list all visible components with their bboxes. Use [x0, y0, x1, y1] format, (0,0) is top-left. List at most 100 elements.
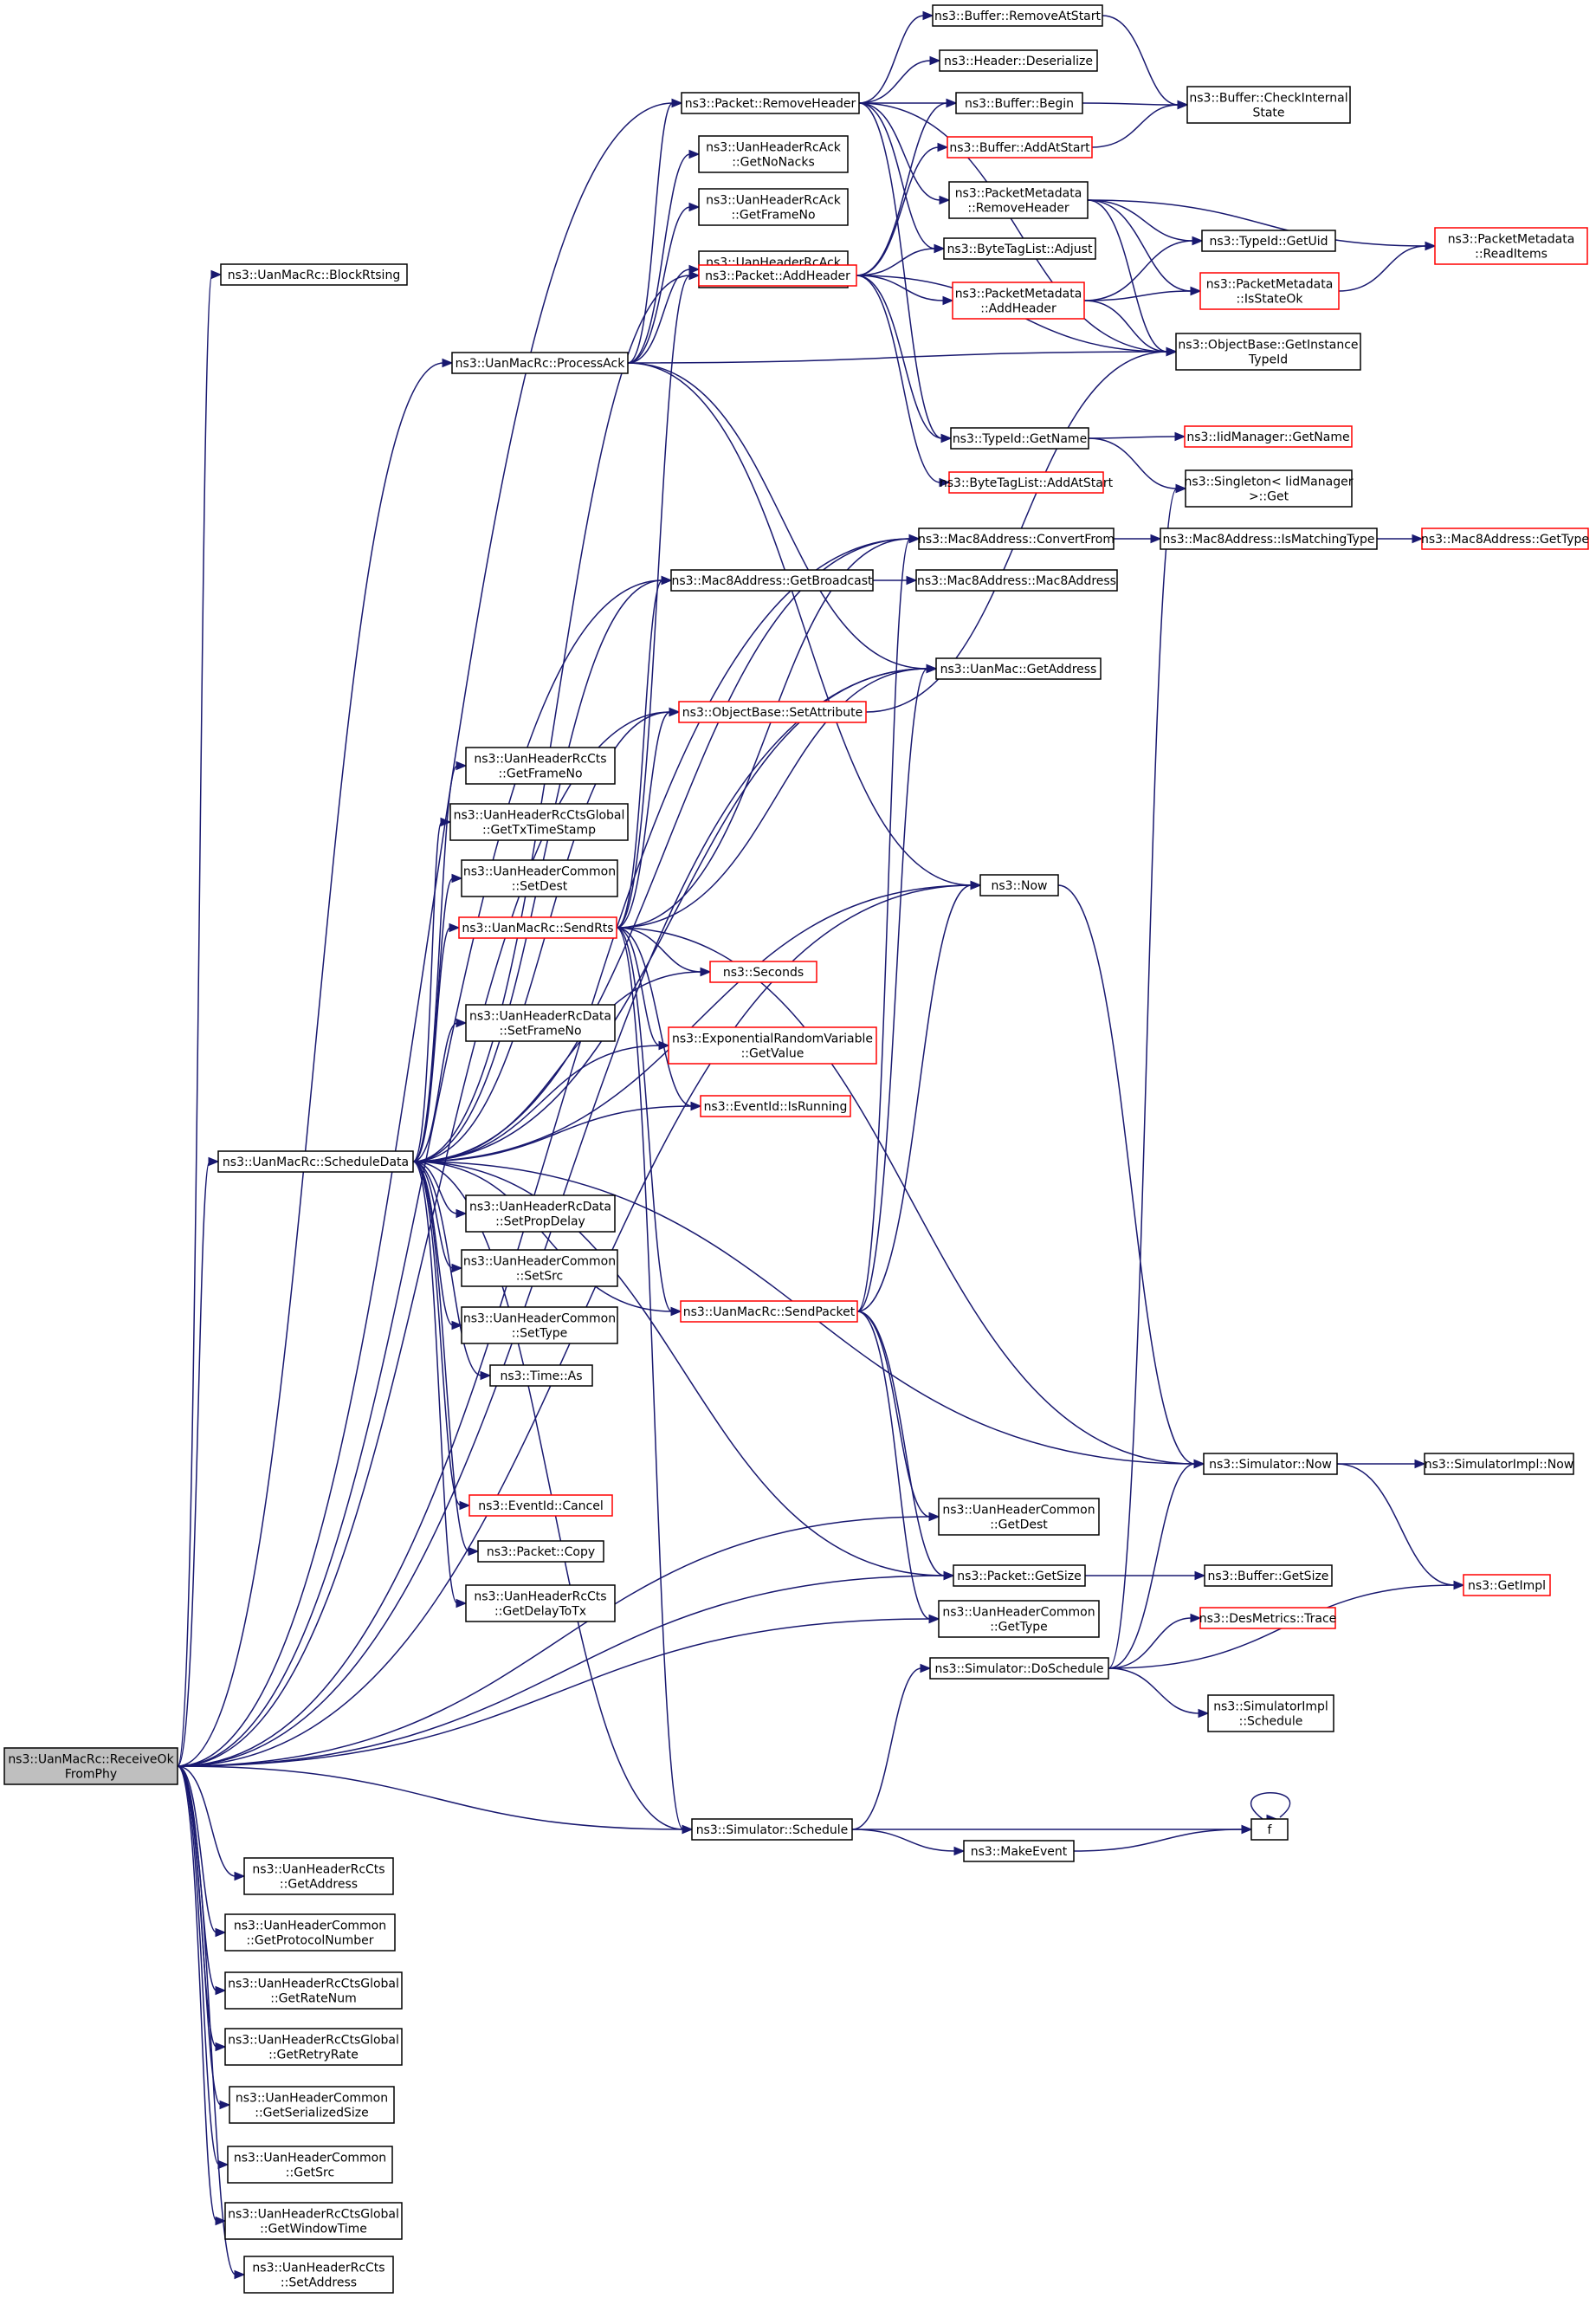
edge-processack-to-getnackedframes	[627, 264, 701, 364]
edge-root-to-commongettype	[177, 1614, 940, 1767]
node-iidgetname[interactable]: ns3::IidManager::GetName	[1184, 425, 1353, 448]
node-sendpacket[interactable]: ns3::UanMacRc::SendPacket	[680, 1300, 858, 1323]
node-ctsframeno[interactable]: ns3::UanHeaderRcCts::GetFrameNo	[465, 747, 616, 785]
node-makeevent[interactable]: ns3::MakeEvent	[963, 1840, 1075, 1862]
node-getratenum[interactable]: ns3::UanHeaderRcCtsGlobal::GetRateNum	[224, 1971, 403, 2010]
node-schedule[interactable]: ns3::Simulator::Schedule	[691, 1818, 853, 1841]
node-removeheader[interactable]: ns3::Packet::RemoveHeader	[681, 92, 860, 114]
node-setpropdelay[interactable]: ns3::UanHeaderRcData::SetPropDelay	[465, 1194, 616, 1233]
node-getdelaytotx[interactable]: ns3::UanHeaderRcCts::GetDelayToTx	[465, 1584, 616, 1622]
node-pmaddheader[interactable]: ns3::PacketMetadata::AddHeader	[952, 282, 1085, 320]
node-label: ns3::Packet::RemoveHeader	[685, 97, 856, 111]
node-getwindowtime[interactable]: ns3::UanHeaderRcCtsGlobal::GetWindowTime	[224, 2202, 403, 2240]
node-f[interactable]: f	[1250, 1818, 1289, 1841]
edge-isstateok-to-readitems	[1338, 241, 1437, 292]
edge-addheader-to-bufbegin	[856, 98, 958, 276]
node-label: State	[1252, 107, 1284, 120]
node-isrunning[interactable]: ns3::EventId::IsRunning	[700, 1095, 851, 1117]
node-ctsgetaddress[interactable]: ns3::UanHeaderRcCts::GetAddress	[243, 1857, 394, 1895]
node-label: ns3::Now	[992, 879, 1048, 893]
node-ismatchingtype[interactable]: ns3::Mac8Address::IsMatchingType	[1160, 528, 1378, 550]
edge-schedule-to-makeevent	[851, 1829, 966, 1856]
edge-root-to-processack	[177, 358, 454, 1767]
node-label: ns3::SimulatorImpl	[1213, 1700, 1328, 1714]
node-setsrc[interactable]: ns3::UanHeaderCommon::SetSrc	[461, 1249, 618, 1287]
node-getsrc[interactable]: ns3::UanHeaderCommon::GetSrc	[227, 2146, 393, 2184]
node-scheduledata[interactable]: ns3::UanMacRc::ScheduleData	[217, 1150, 414, 1173]
node-label: ns3::Simulator::Now	[1209, 1458, 1332, 1472]
node-mac8gettype[interactable]: ns3::Mac8Address::GetType	[1421, 528, 1589, 550]
node-commongetdest[interactable]: ns3::UanHeaderCommon::GetDest	[938, 1498, 1100, 1536]
node-label: ns3::UanHeaderRcCts	[252, 2262, 384, 2275]
node-sendrts[interactable]: ns3::UanMacRc::SendRts	[458, 916, 617, 939]
edge-addheader-to-btladdatstart	[856, 275, 951, 488]
edge-sendrts-to-sendpacket	[616, 927, 682, 1317]
node-timeas[interactable]: ns3::Time::As	[489, 1364, 593, 1387]
node-cancel[interactable]: ns3::EventId::Cancel	[468, 1494, 613, 1517]
node-doschedule[interactable]: ns3::Simulator::DoSchedule	[929, 1657, 1109, 1680]
node-convertfrom[interactable]: ns3::Mac8Address::ConvertFrom	[918, 528, 1115, 550]
node-commongettype[interactable]: ns3::UanHeaderCommon::GetType	[938, 1600, 1100, 1638]
edge-addheader-to-pmaddheader	[856, 275, 954, 306]
node-getserializedsize[interactable]: ns3::UanHeaderCommon::GetSerializedSize	[229, 2086, 395, 2124]
node-seconds[interactable]: ns3::Seconds	[709, 961, 817, 983]
node-deserialize[interactable]: ns3::Header::Deserialize	[939, 49, 1098, 72]
node-label: ns3::Buffer::AddAtStart	[949, 141, 1090, 155]
node-getprotocolnumber[interactable]: ns3::UanHeaderCommon::GetProtocolNumber	[224, 1913, 396, 1952]
node-getuid[interactable]: ns3::TypeId::GetUid	[1201, 230, 1336, 252]
edge-pmremoveheader-to-getinstancetypeid	[1087, 199, 1178, 357]
node-setdest[interactable]: ns3::UanHeaderCommon::SetDest	[461, 859, 618, 897]
node-label: ns3::GetImpl	[1468, 1579, 1546, 1593]
node-addheader[interactable]: ns3::Packet::AddHeader	[698, 264, 857, 287]
node-label: ::GetProtocolNumber	[246, 1934, 373, 1948]
node-removeatstart[interactable]: ns3::Buffer::RemoveAtStart	[932, 4, 1103, 27]
node-copy[interactable]: ns3::Packet::Copy	[477, 1540, 604, 1563]
edge-getbroadcast-to-mac8address	[873, 575, 918, 586]
edge-now-to-simnow	[1057, 884, 1205, 1469]
node-label: ::AddHeader	[980, 302, 1056, 316]
node-ctssetaddress[interactable]: ns3::UanHeaderRcCts::SetAddress	[243, 2256, 394, 2294]
node-getbroadcast[interactable]: ns3::Mac8Address::GetBroadcast	[670, 569, 874, 592]
node-btladjust[interactable]: ns3::ByteTagList::Adjust	[943, 237, 1096, 260]
node-label: ::Schedule	[1239, 1715, 1303, 1729]
node-readitems[interactable]: ns3::PacketMetadata::ReadItems	[1434, 227, 1588, 265]
node-label: ns3::Mac8Address::GetBroadcast	[671, 574, 873, 588]
edge-doschedule-to-singletonget	[1108, 483, 1187, 1669]
node-blockrtsing[interactable]: ns3::UanMacRc::BlockRtsing	[220, 263, 408, 286]
node-label: ns3::UanHeaderCommon	[942, 1504, 1095, 1518]
node-getimpl[interactable]: ns3::GetImpl	[1463, 1574, 1551, 1596]
node-bufbegin[interactable]: ns3::Buffer::Begin	[955, 92, 1083, 114]
node-processack[interactable]: ns3::UanMacRc::ProcessAck	[451, 352, 629, 374]
node-destrace[interactable]: ns3::DesMetrics::Trace	[1199, 1607, 1337, 1629]
node-pmremoveheader[interactable]: ns3::PacketMetadata::RemoveHeader	[948, 181, 1089, 219]
node-setattribute[interactable]: ns3::ObjectBase::SetAttribute	[678, 701, 867, 723]
node-typeidgetname[interactable]: ns3::TypeId::GetName	[950, 427, 1089, 450]
edge-addheader-to-typeidgetname	[856, 275, 953, 443]
node-expgetvalue[interactable]: ns3::ExponentialRandomVariable::GetValue	[668, 1026, 877, 1065]
node-getretryrate[interactable]: ns3::UanHeaderRcCtsGlobal::GetRetryRate	[224, 2028, 403, 2066]
node-pktgetsize[interactable]: ns3::Packet::GetSize	[953, 1564, 1086, 1587]
node-btladdatstart[interactable]: ns3::ByteTagList::AddAtStart	[940, 471, 1114, 494]
node-gettxtimestamp[interactable]: ns3::UanHeaderRcCtsGlobal::GetTxTimeStam…	[449, 803, 629, 841]
node-isstateok[interactable]: ns3::PacketMetadata::IsStateOk	[1199, 272, 1340, 310]
node-simnow[interactable]: ns3::Simulator::Now	[1203, 1453, 1338, 1475]
node-ackframeno[interactable]: ns3::UanHeaderRcAck::GetFrameNo	[698, 188, 849, 226]
node-addatstart[interactable]: ns3::Buffer::AddAtStart	[947, 136, 1093, 159]
node-simimplnow[interactable]: ns3::SimulatorImpl::Now	[1424, 1453, 1574, 1475]
node-getaddress[interactable]: ns3::UanMac::GetAddress	[935, 657, 1102, 680]
node-now[interactable]: ns3::Now	[979, 874, 1059, 897]
node-singletonget[interactable]: ns3::Singleton< IidManager>::Get	[1185, 469, 1354, 508]
node-getnonacks[interactable]: ns3::UanHeaderRcAck::GetNoNacks	[698, 135, 849, 173]
node-setframeno[interactable]: ns3::UanHeaderRcData::SetFrameNo	[465, 1004, 616, 1042]
node-mac8address[interactable]: ns3::Mac8Address::Mac8Address	[915, 569, 1118, 592]
node-label: ns3::UanMacRc::ReceiveOk	[8, 1753, 174, 1767]
node-label: ns3::UanHeaderCommon	[463, 1312, 616, 1326]
node-label: ::GetWindowTime	[260, 2223, 367, 2237]
node-simimplschedule[interactable]: ns3::SimulatorImpl::Schedule	[1207, 1694, 1334, 1732]
node-bufgetsize[interactable]: ns3::Buffer::GetSize	[1204, 1564, 1333, 1587]
node-settype[interactable]: ns3::UanHeaderCommon::SetType	[461, 1306, 618, 1344]
node-label: ns3::UanMac::GetAddress	[940, 663, 1097, 676]
